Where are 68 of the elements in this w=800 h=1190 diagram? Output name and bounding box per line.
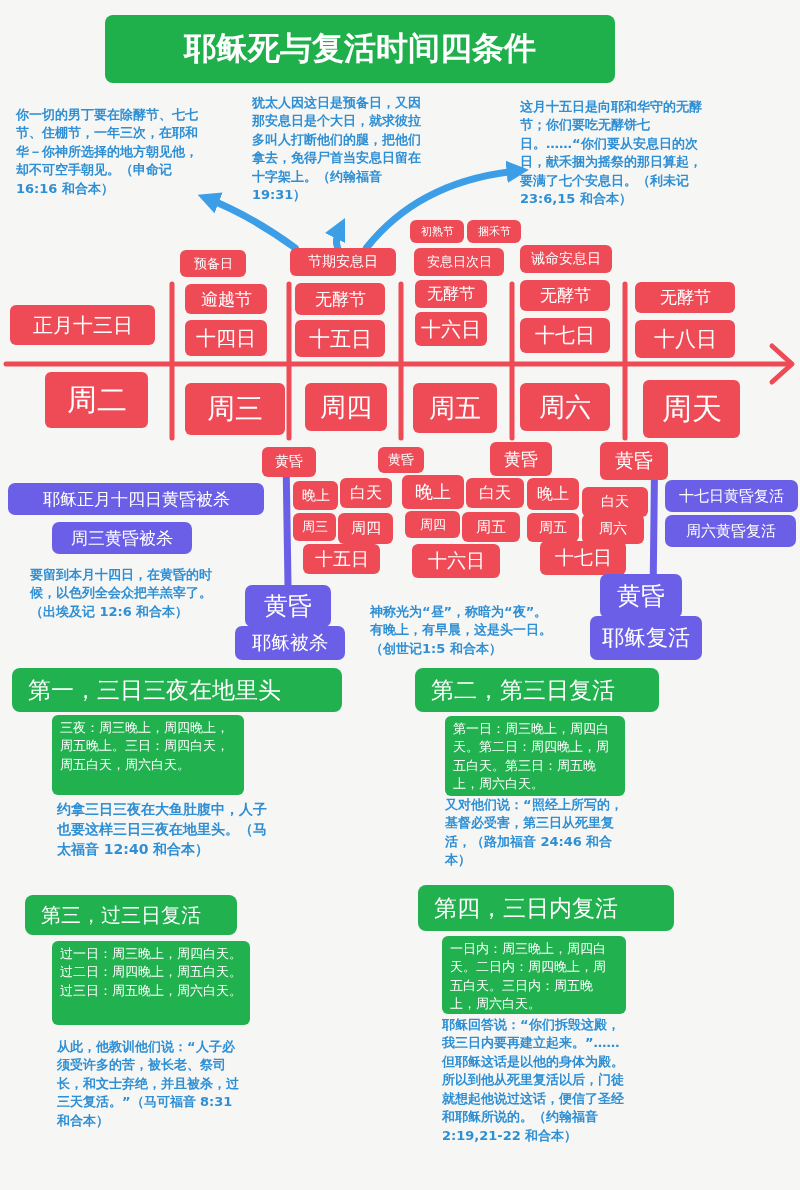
- day-label: 周四: [338, 513, 393, 544]
- day-label: 诫命安息日: [520, 245, 612, 273]
- title-banner: 耶稣死与复活时间四条件: [105, 15, 615, 83]
- condition-box: 过一日：周三晚上，周四白天。过二日：周四晚上，周五白天。过三日：周五晚上，周六白天。: [52, 941, 250, 1025]
- day-label: 十五日: [295, 320, 385, 357]
- day-label: 周三: [293, 513, 336, 541]
- condition-heading: 第三，过三日复活: [25, 895, 237, 935]
- day-label: 安息日次日: [414, 248, 504, 276]
- day-label: 晚上: [527, 478, 579, 510]
- day-label: 十四日: [185, 320, 267, 356]
- day-label: 黄昏: [600, 442, 668, 480]
- day-label: 十八日: [635, 320, 735, 358]
- event-label: 黄昏: [600, 574, 682, 618]
- scripture-note: 要留到本月十四日，在黄昏的时候，以色列全会众把羊羔宰了。（出埃及记 12:6 和合本）: [30, 566, 220, 644]
- day-label: 十六日: [415, 312, 487, 346]
- event-label: 黄昏: [245, 585, 331, 627]
- day-label: 周五: [527, 513, 579, 542]
- day-label: 周四: [305, 383, 387, 431]
- scripture-note: 这月十五日是向耶和华守的无酵节；你们要吃无酵饼七日。……“你们要从安息日的次日，献禾捆为摇祭的那日算起，要满了七个安息日。（利未记 23:6,15 和合本）: [520, 98, 705, 230]
- scripture-note: 从此，他教训他们说：“人子必须受许多的苦，被长老、祭司长，和文士弃绝，并且被杀，过三天复活。”（马可福音 8:31 和合本）: [57, 1038, 247, 1156]
- day-label: 周六: [582, 514, 644, 544]
- event-label: 周三黄昏被杀: [52, 522, 192, 554]
- curved-arrow: [197, 192, 299, 252]
- day-label: 无酵节: [295, 283, 385, 315]
- scripture-note: 神称光为“昼”，称暗为“夜”。有晚上，有早晨，这是头一日。（创世记1:5 和合本）: [370, 603, 552, 659]
- condition-heading: 第二，第三日复活: [415, 668, 659, 712]
- event-label: 十七日黄昏复活: [665, 480, 798, 512]
- day-label: 周六: [520, 383, 610, 431]
- event-label: 耶稣正月十四日黄昏被杀: [8, 483, 264, 515]
- day-label: 周三: [185, 383, 285, 435]
- day-label: 周四: [405, 511, 460, 538]
- day-label: 十六日: [412, 544, 500, 578]
- day-label: 十七日: [520, 318, 610, 353]
- day-label: 捆禾节: [467, 220, 521, 243]
- day-label: 周天: [643, 380, 740, 438]
- day-label: 逾越节: [185, 284, 267, 314]
- day-label: 晚上: [402, 475, 464, 509]
- day-label: 黄昏: [490, 442, 552, 476]
- day-label: 黄昏: [378, 447, 424, 473]
- condition-box: 三夜：周三晚上，周四晚上，周五晚上。三日：周四白天，周五白天，周六白天。: [52, 715, 244, 795]
- day-label: 白天: [582, 487, 648, 517]
- scripture-note: 又对他们说：“照经上所写的，基督必受害，第三日从死里复活，（路加福音 24:46 和合本）: [445, 796, 629, 872]
- condition-heading: 第四，三日内复活: [418, 885, 674, 931]
- event-label: 周六黄昏复活: [665, 515, 796, 547]
- day-label: 正月十三日: [10, 305, 155, 345]
- day-label: 节期安息日: [290, 248, 396, 276]
- day-label: 白天: [466, 478, 524, 508]
- day-label: 预备日: [180, 250, 246, 277]
- day-label: 无酵节: [415, 280, 487, 308]
- condition-box: 第一日：周三晚上，周四白天。第二日：周四晚上，周五白天。第三日：周五晚上，周六白天。: [445, 716, 625, 796]
- day-label: 黄昏: [262, 447, 316, 477]
- day-label: 十七日: [540, 541, 626, 575]
- day-label: 晚上: [293, 481, 338, 510]
- condition-heading: 第一，三日三夜在地里头: [12, 668, 342, 712]
- day-label: 周五: [413, 383, 497, 433]
- event-label: 耶稣被杀: [235, 626, 345, 660]
- day-label: 十五日: [303, 544, 380, 574]
- day-label: 无酵节: [635, 282, 735, 313]
- day-label: 周二: [45, 372, 148, 428]
- day-label: 周五: [462, 512, 520, 542]
- day-label: 无酵节: [520, 280, 610, 311]
- condition-box: 一日内：周三晚上，周四白天。二日内：周四晚上，周五白天。三日内：周五晚上，周六白天。: [442, 936, 626, 1014]
- scripture-note: 耶稣回答说：“你们拆毁这殿，我三日内要再建立起来。”……但耶稣这话是以他的身体为殿。所以到他从死里复活以后，门徒就想起他说过这话，便信了圣经和耶稣所说的。（约翰福音 2:19,21-22 和合本）: [442, 1016, 626, 1174]
- scripture-note: 约拿三日三夜在大鱼肚腹中，人子也要这样三日三夜在地里头。（马太福音 12:40 和合本）: [57, 800, 269, 886]
- day-label: 白天: [340, 478, 392, 508]
- event-label: 耶稣复活: [590, 616, 702, 660]
- day-label: 初熟节: [410, 220, 464, 243]
- scripture-note: 你一切的男丁要在除酵节、七七节、住棚节，一年三次，在耶和华－你神所选择的地方朝见他，却不可空手朝见。（申命记 16:16 和合本）: [16, 106, 206, 224]
